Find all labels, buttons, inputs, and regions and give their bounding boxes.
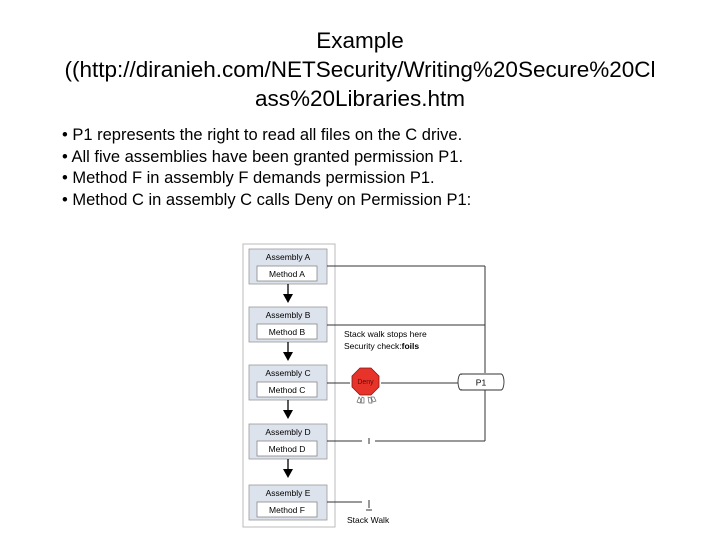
stack-walk-stops-text: Stack walk stops here [344, 329, 427, 339]
bullet-item-1: • P1 represents the right to read all fi… [62, 126, 463, 144]
bullet-item-4: • Method C in assembly C calls Deny on P… [62, 190, 472, 209]
arrow-b-c-head [283, 352, 293, 361]
permission-p1-label: P1 [476, 378, 487, 388]
bullet-item-2: • All five assemblies have been granted … [62, 147, 464, 166]
title-line-3: ass%20Libraries.htm [254, 86, 466, 111]
security-check-result: foils [402, 341, 420, 351]
method-a-text: Method A [269, 269, 305, 279]
assembly-e-label: Assembly E [266, 488, 311, 498]
method-e-box [256, 501, 318, 518]
arrow-d-e-head [283, 469, 293, 478]
method-b-box [256, 323, 318, 340]
method-d-text: Method D [269, 444, 306, 454]
assembly-a-label: Assembly A [266, 252, 311, 262]
method-b-text: Method B [269, 327, 306, 337]
deny-label: Deny [357, 379, 374, 386]
stack-walk-label: Stack Walk [347, 515, 390, 525]
method-a-box [256, 265, 318, 282]
method-e-text: Method F [269, 505, 305, 515]
bullet-item-3: • Method F in assembly F demands permiss… [62, 169, 435, 187]
method-c-text: Method C [269, 385, 306, 395]
title-line-2: ((http://diranieh.com/NETSecurity/Writin… [64, 57, 656, 82]
assembly-b-label: Assembly B [266, 310, 311, 320]
title-line-1: Example [316, 28, 404, 53]
method-c-box [256, 381, 318, 398]
assembly-c-label: Assembly C [265, 368, 310, 378]
deny-stop-icon [351, 367, 380, 396]
security-check-prefix: Security check: [344, 341, 402, 351]
slide-title: Example ((http://diranieh.com/NETSecurit… [0, 26, 720, 113]
assembly-d-label: Assembly D [265, 427, 310, 437]
security-check-text: Security check:foils [344, 341, 419, 351]
arrow-a-b-head [283, 294, 293, 303]
deny-hands-icon [356, 396, 377, 404]
permission-p1-icon [457, 373, 505, 391]
arrow-c-d-head [283, 410, 293, 419]
bullet-list: • P1 represents the right to read all fi… [62, 125, 702, 211]
method-d-box [256, 440, 318, 457]
